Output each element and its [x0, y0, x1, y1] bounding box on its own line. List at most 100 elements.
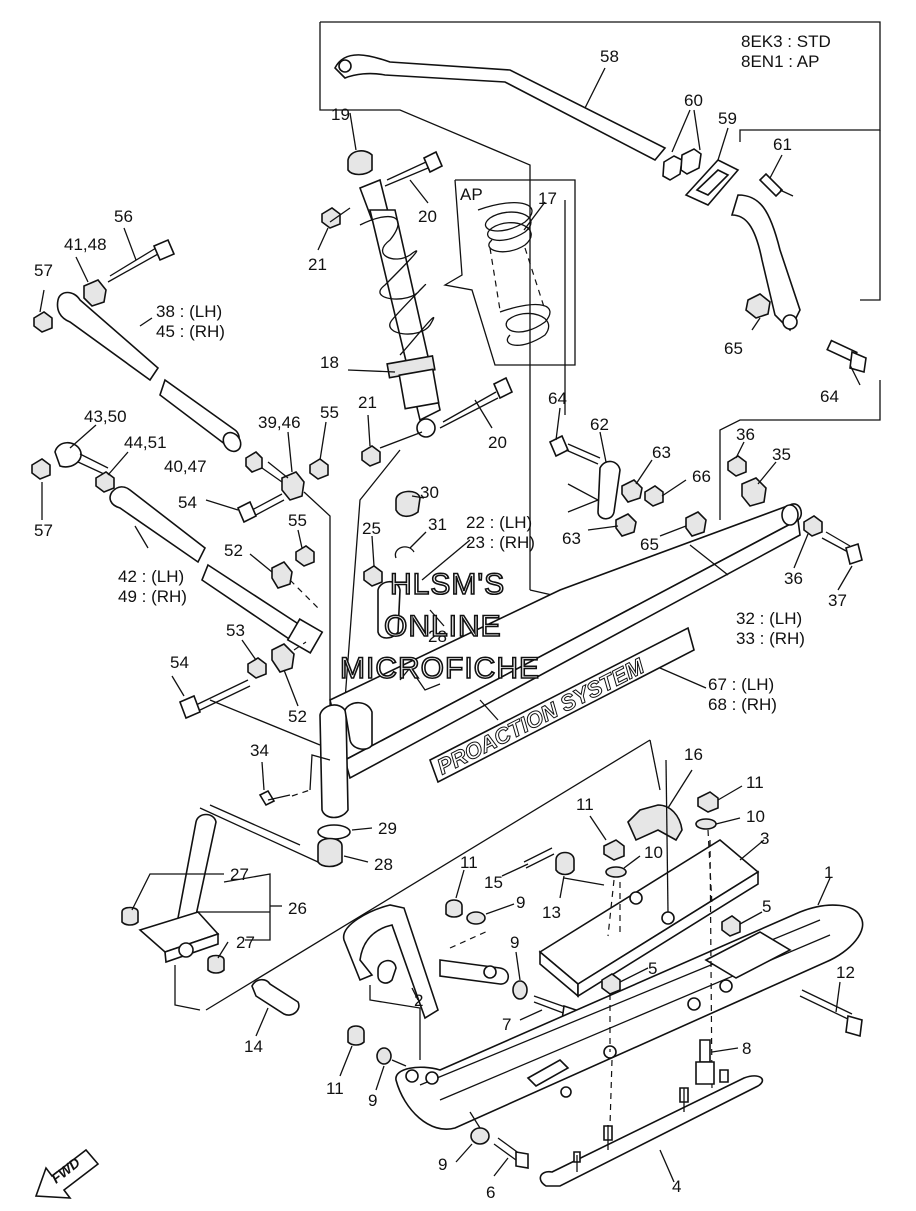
collar-63a — [621, 479, 643, 503]
callout-63a: 63 — [652, 443, 671, 462]
callout-13: 13 — [542, 903, 561, 922]
callout-23-rh: 23 : (RH) — [466, 533, 535, 552]
pin-15 — [523, 847, 555, 869]
bushing-28 — [317, 837, 343, 868]
callout-26: 26 — [288, 899, 307, 918]
screw-5a — [721, 915, 741, 937]
nut-4451 — [95, 471, 115, 493]
watermark: HLSM'S ONLINE MICROFICHE — [339, 567, 540, 686]
callout-64a: 64 — [820, 387, 839, 406]
nut-57b — [31, 458, 51, 480]
washer-10b — [605, 866, 627, 878]
callout-44-51: 44,51 — [124, 433, 167, 452]
collar-11d — [347, 1025, 365, 1046]
nut-25 — [363, 565, 383, 587]
callout-10a: 10 — [746, 807, 765, 826]
callout-37: 37 — [828, 591, 847, 610]
callout-16: 16 — [684, 745, 703, 764]
callout-35: 35 — [772, 445, 791, 464]
callout-10b: 10 — [644, 843, 663, 862]
bushing-52b — [271, 643, 295, 673]
swing-arm — [319, 503, 802, 819]
callout-22-lh: 22 : (LH) — [466, 513, 532, 532]
o-ring-29 — [317, 824, 351, 840]
callout-33-rh: 33 : (RH) — [736, 629, 805, 648]
callout-55b: 55 — [288, 511, 307, 530]
callout-57b: 57 — [34, 521, 53, 540]
washer-4047 — [245, 450, 263, 473]
callout-61: 61 — [773, 135, 792, 154]
callout-9a: 9 — [516, 893, 525, 912]
bolt-56 — [107, 238, 176, 283]
callout-5a: 5 — [762, 897, 771, 916]
callout-11d: 11 — [326, 1079, 344, 1098]
callout-52b: 52 — [288, 707, 307, 726]
collar-11c — [445, 899, 463, 918]
callout-68-rh: 68 : (RH) — [708, 695, 777, 714]
callout-11c: 11 — [460, 853, 478, 872]
bolt-20b — [439, 376, 514, 429]
callout-27a: 27 — [230, 865, 249, 884]
callout-7: 7 — [502, 1015, 511, 1034]
cap-30 — [395, 490, 421, 518]
callout-62: 62 — [590, 415, 609, 434]
washer-9a — [466, 911, 486, 925]
callout-43-50: 43,50 — [84, 407, 127, 426]
spring-inset-label: AP — [460, 185, 483, 204]
bolt-20a — [384, 150, 444, 187]
callout-55a: 55 — [320, 403, 339, 422]
callout-32-lh: 32 : (LH) — [736, 609, 802, 628]
fwd-arrow-icon: FWD — [34, 1148, 100, 1199]
callout-labels: 58 60 59 61 19 20 21 17 56 41,48 57 38 :… — [34, 47, 855, 1202]
callout-12: 12 — [836, 963, 855, 982]
ski — [395, 904, 864, 1130]
callout-9b: 9 — [510, 933, 519, 952]
callout-66: 66 — [692, 467, 711, 486]
callout-54a: 54 — [178, 493, 197, 512]
callout-40-47: 40,47 — [164, 457, 207, 476]
watermark-line-3: MICROFICHE — [340, 652, 540, 685]
bushing-3946 — [281, 471, 305, 501]
washer-9c — [376, 1047, 392, 1065]
nut-21b — [361, 445, 381, 467]
spring-inset: AP — [443, 179, 576, 366]
callout-15: 15 — [484, 873, 503, 892]
bolt-54a — [236, 493, 285, 524]
nut-11a — [697, 791, 719, 813]
washer-10a — [695, 818, 717, 830]
callout-8: 8 — [742, 1039, 751, 1058]
callout-1: 1 — [824, 863, 833, 882]
callout-52a: 52 — [224, 541, 243, 560]
bracket-plate — [684, 159, 740, 206]
nut-55b — [295, 545, 315, 567]
callout-36a: 36 — [736, 425, 755, 444]
callout-34: 34 — [250, 741, 269, 760]
callout-28b: 28 — [374, 855, 393, 874]
bushing-52a — [271, 560, 293, 589]
callout-38-lh: 38 : (LH) — [156, 302, 222, 321]
callout-45-rh: 45 : (RH) — [156, 322, 225, 341]
bolt-64a — [826, 339, 867, 374]
leader-58 — [584, 67, 606, 109]
callout-65b: 65 — [640, 535, 659, 554]
callout-5b: 5 — [648, 959, 657, 978]
bushing-4148 — [83, 279, 107, 307]
washer-9b — [512, 980, 528, 1000]
callout-53: 53 — [226, 621, 245, 640]
model-code-ap: 8EN1 : AP — [741, 52, 819, 71]
callout-30: 30 — [420, 483, 439, 502]
bolt-6 — [493, 1137, 529, 1169]
collar-53 — [247, 657, 267, 679]
callout-49-rh: 49 : (RH) — [118, 587, 187, 606]
callout-25: 25 — [362, 519, 381, 538]
nut-65a — [745, 293, 771, 319]
callout-11a: 11 — [746, 773, 764, 792]
callout-14: 14 — [244, 1037, 263, 1056]
washer-9d — [470, 1127, 490, 1145]
washer-36a — [727, 455, 747, 477]
callout-64b: 64 — [548, 389, 567, 408]
link-rod — [597, 460, 643, 537]
upper-radius-rod — [33, 279, 242, 453]
callout-9d: 9 — [438, 1155, 447, 1174]
